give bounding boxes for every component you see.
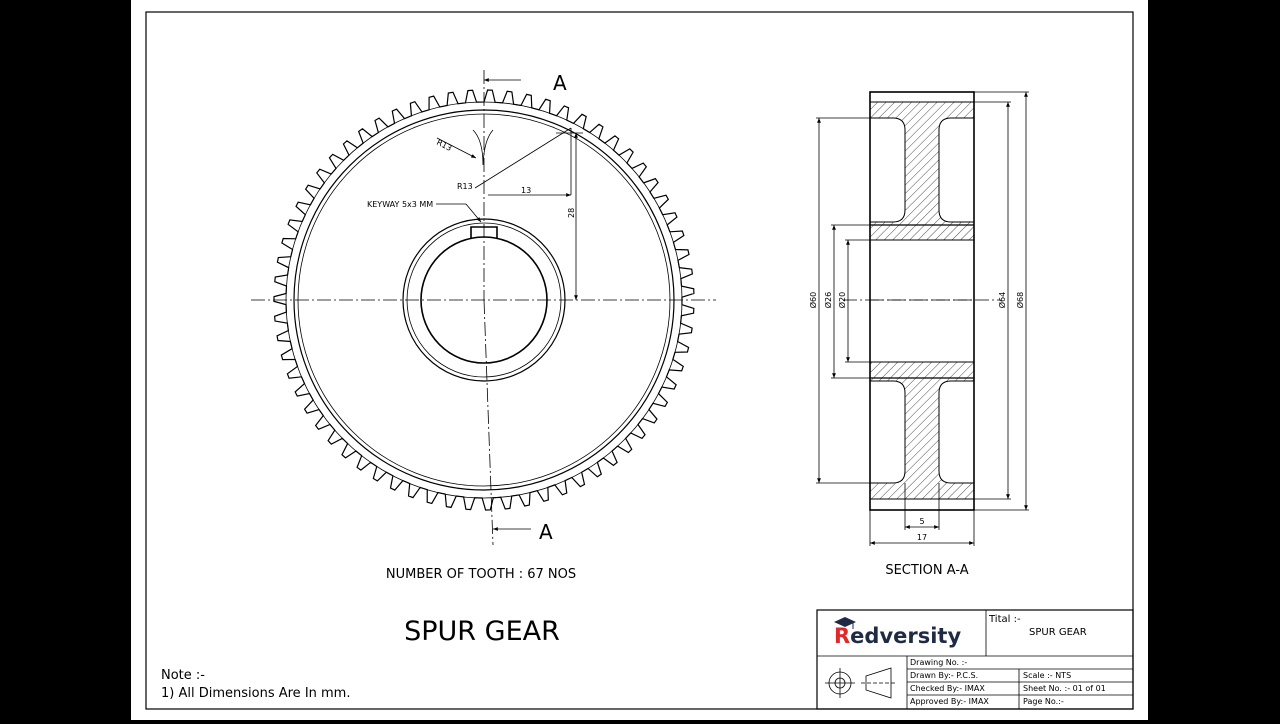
- dim-17: 17: [917, 533, 927, 542]
- dim-d68: Ø68: [1015, 292, 1025, 308]
- section-outline: [869, 91, 975, 511]
- dim-d60: Ø60: [808, 292, 818, 308]
- leader-r13-upper: [436, 137, 477, 159]
- gear-front-view: A A R13 R13 13 28 KEYWAY 5x3 MM NUMBER O…: [251, 70, 716, 582]
- tital-value: SPUR GEAR: [1029, 627, 1087, 638]
- dim-5: 5: [919, 517, 924, 526]
- notes-item: 1) All Dimensions Are In mm.: [161, 686, 350, 701]
- section-web-bottom: [869, 361, 975, 500]
- dim-r13-lower: R13: [457, 182, 473, 191]
- scale: Scale :- NTS: [1023, 671, 1071, 680]
- redversity-logo: Redversity: [834, 617, 961, 648]
- vertical-center-line-lower: [483, 299, 494, 546]
- drawn-by: Drawn By:- P.C.S.: [910, 671, 978, 680]
- drawing-title: SPUR GEAR: [404, 616, 560, 647]
- checked-by: Checked By:- IMAX: [910, 684, 985, 693]
- section-web-top: [869, 101, 975, 241]
- fillet-detail: [472, 129, 494, 166]
- approved-by: Approved By:- IMAX: [910, 697, 989, 706]
- keyway-leader: [465, 203, 482, 223]
- sheet-no: Sheet No. :- 01 of 01: [1023, 684, 1106, 693]
- section-marker-bottom: A: [539, 520, 553, 544]
- projection-symbol-icon: [825, 667, 896, 699]
- dim-d20: Ø20: [837, 292, 847, 308]
- dim-d64: Ø64: [997, 292, 1007, 308]
- drawing-canvas: A A R13 R13 13 28 KEYWAY 5x3 MM NUMBER O…: [145, 11, 1134, 710]
- dim-d26: Ø26: [823, 292, 833, 308]
- graduation-cap-icon: [834, 617, 856, 627]
- tooth-count-note: NUMBER OF TOOTH : 67 NOS: [386, 567, 576, 582]
- gear-section-view: Ø60 Ø26 Ø20 Ø64 Ø68 5 17 SECTION A-A: [808, 91, 1029, 578]
- brand-name: Redversity: [834, 624, 961, 648]
- dim-r13-upper: R13: [435, 138, 453, 153]
- sheet-border: [145, 11, 1134, 710]
- tital-label: Tital :-: [988, 614, 1021, 625]
- drawing-sheet: A A R13 R13 13 28 KEYWAY 5x3 MM NUMBER O…: [131, 0, 1148, 720]
- leader-r13-lower: [474, 127, 572, 189]
- section-marker-top: A: [553, 71, 567, 95]
- dim-13: 13: [521, 186, 531, 195]
- notes-title: Note :-: [161, 668, 205, 683]
- keyway-label: KEYWAY 5x3 MM: [367, 200, 433, 209]
- title-block: Redversity Tital :- SPUR GEAR Drawing No…: [816, 609, 1134, 710]
- title-block-frame: [816, 609, 1134, 710]
- drawing-no: Drawing No. :-: [910, 658, 967, 667]
- section-label: SECTION A-A: [885, 563, 968, 578]
- dim-28: 28: [567, 208, 576, 218]
- page-no: Page No.:-: [1023, 697, 1064, 706]
